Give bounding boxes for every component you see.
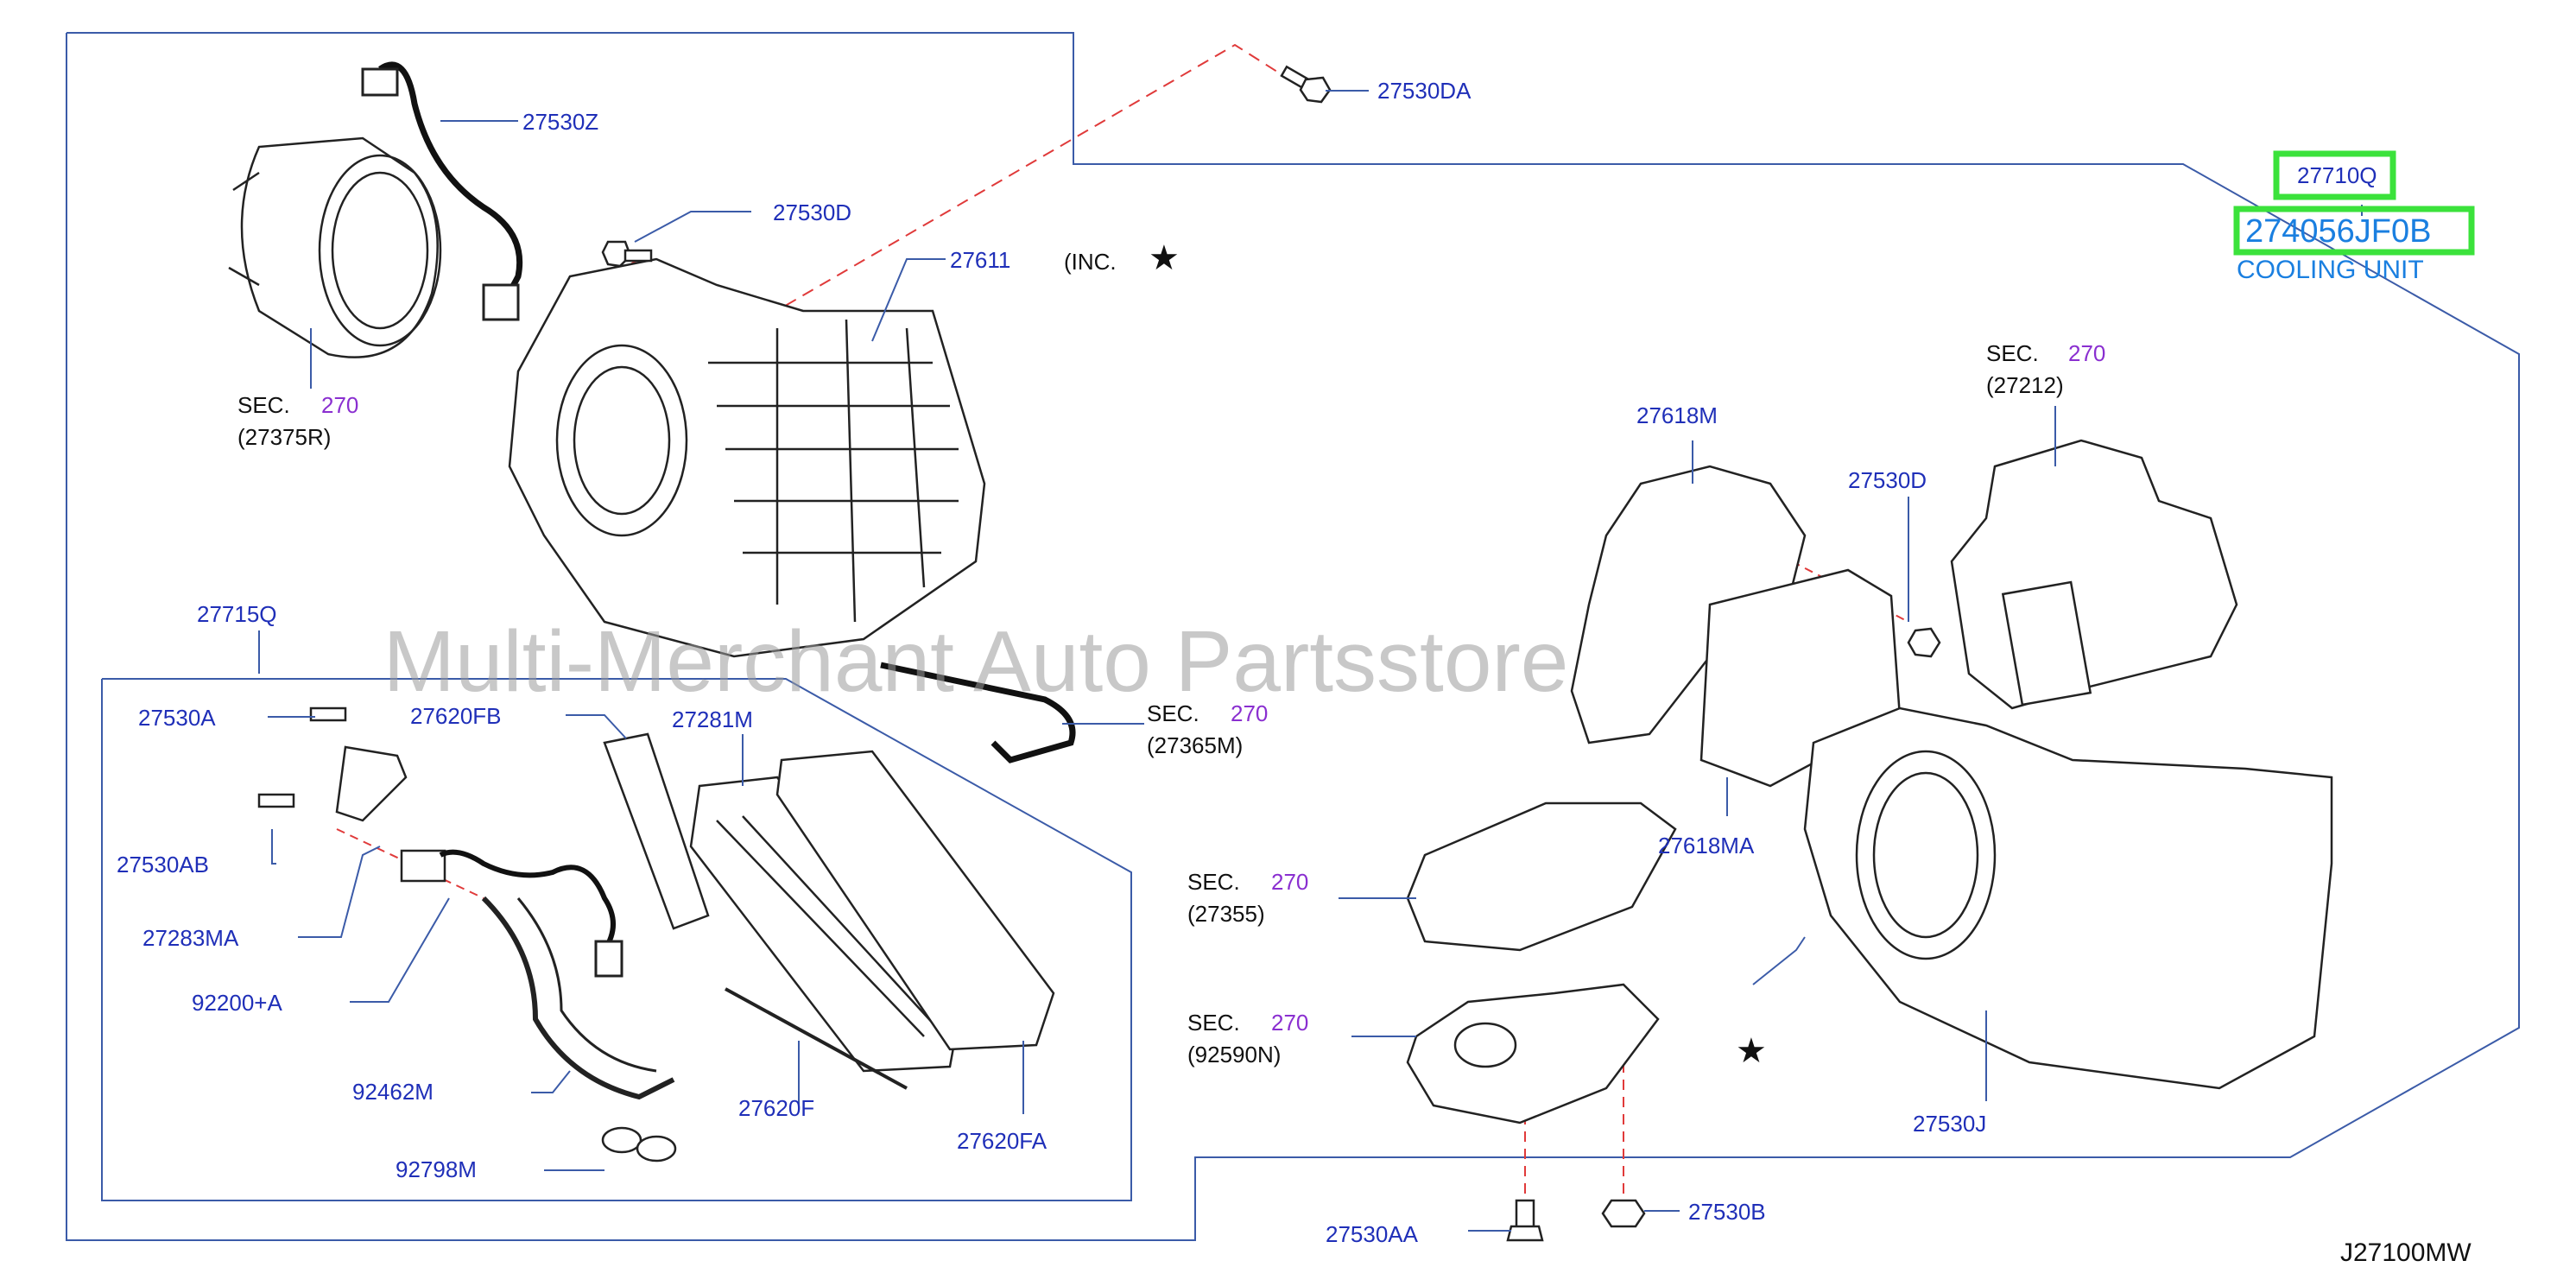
label-27618M[interactable]: 27618M (1636, 402, 1718, 428)
label-27283MA[interactable]: 27283MA (142, 925, 239, 951)
label-sec-27355-num[interactable]: 270 (1271, 869, 1308, 895)
label-92200A[interactable]: 92200+A (192, 990, 282, 1016)
label-92590N: (92590N) (1187, 1042, 1281, 1067)
bolt-27530D-top-drawing (601, 240, 653, 268)
label-27212: (27212) (1986, 372, 2064, 398)
star-icon-cooling-unit: ★ (1736, 1032, 1767, 1070)
diagram-code: J27100MW (2340, 1238, 2472, 1267)
blower-case-drawing (508, 257, 986, 658)
cooling-unit-label: COOLING UNIT (2237, 256, 2424, 284)
label-sec-27375R: SEC. (237, 392, 290, 418)
label-27620FB[interactable]: 27620FB (410, 703, 502, 729)
label-sec-27355: SEC. (1187, 869, 1240, 895)
evaporator-parts-drawing (257, 706, 1055, 1162)
label-27530Z[interactable]: 27530Z (522, 109, 598, 135)
blower-motor-drawing (228, 136, 442, 358)
sensor-harness-drawing (439, 849, 616, 952)
sensor-connector (594, 940, 623, 978)
label-27530D-right[interactable]: 27530D (1848, 467, 1927, 493)
label-27281M[interactable]: 27281M (672, 706, 753, 732)
assembly-frame (66, 32, 2520, 1241)
label-sec-27365M: SEC. (1147, 700, 1199, 726)
drain-hose-drawing (880, 662, 1076, 763)
connector-27530Z-bottom (482, 283, 520, 321)
dashed-leader-27530DA (716, 43, 1288, 346)
label-27530D-top[interactable]: 27530D (773, 200, 851, 225)
label-27530J[interactable]: 27530J (1913, 1111, 1986, 1137)
watermark: Multi-Merchant Auto Partsstore (383, 613, 1569, 710)
label-27530DA[interactable]: 27530DA (1377, 78, 1472, 104)
label-27715Q[interactable]: 27715Q (197, 601, 277, 627)
highlight-box-27710Q (2273, 150, 2396, 200)
label-sec-92590N-num[interactable]: 270 (1271, 1010, 1308, 1036)
star-icon-inc: ★ (1149, 239, 1180, 277)
right-parts-drawing (1406, 439, 2333, 1242)
label-sec-92590N: SEC. (1187, 1010, 1240, 1036)
label-27530B[interactable]: 27530B (1688, 1199, 1766, 1225)
label-27620FA[interactable]: 27620FA (957, 1128, 1047, 1154)
label-27618MA[interactable]: 27618MA (1658, 833, 1755, 858)
label-sec-27212: SEC. (1986, 340, 2039, 366)
label-92798M[interactable]: 92798M (396, 1156, 477, 1182)
connector-27530Z-top (361, 67, 399, 97)
label-27620F[interactable]: 27620F (738, 1095, 814, 1121)
label-inc: (INC. (1064, 249, 1117, 275)
label-27375R: (27375R) (237, 424, 331, 450)
part-number[interactable]: 274056JF0B (2245, 213, 2432, 250)
highlight-box-part-number (2233, 206, 2475, 256)
label-sec-27375R-num[interactable]: 270 (321, 392, 358, 418)
label-27530A[interactable]: 27530A (138, 705, 216, 731)
label-sec-27212-num[interactable]: 270 (2068, 340, 2105, 366)
label-27611[interactable]: 27611 (950, 247, 1010, 273)
evaporator-frame (101, 678, 1132, 1201)
label-27530AB[interactable]: 27530AB (117, 852, 209, 877)
label-27710Q[interactable]: 27710Q (2297, 162, 2377, 188)
label-sec-27365M-num[interactable]: 270 (1231, 700, 1268, 726)
label-27355: (27355) (1187, 901, 1265, 927)
label-27530AA[interactable]: 27530AA (1326, 1221, 1419, 1247)
label-92462M[interactable]: 92462M (352, 1079, 434, 1105)
label-27365M: (27365M) (1147, 732, 1243, 758)
bolt-27530DA-drawing (1280, 65, 1332, 104)
harness-27530Z-drawing (378, 61, 523, 305)
